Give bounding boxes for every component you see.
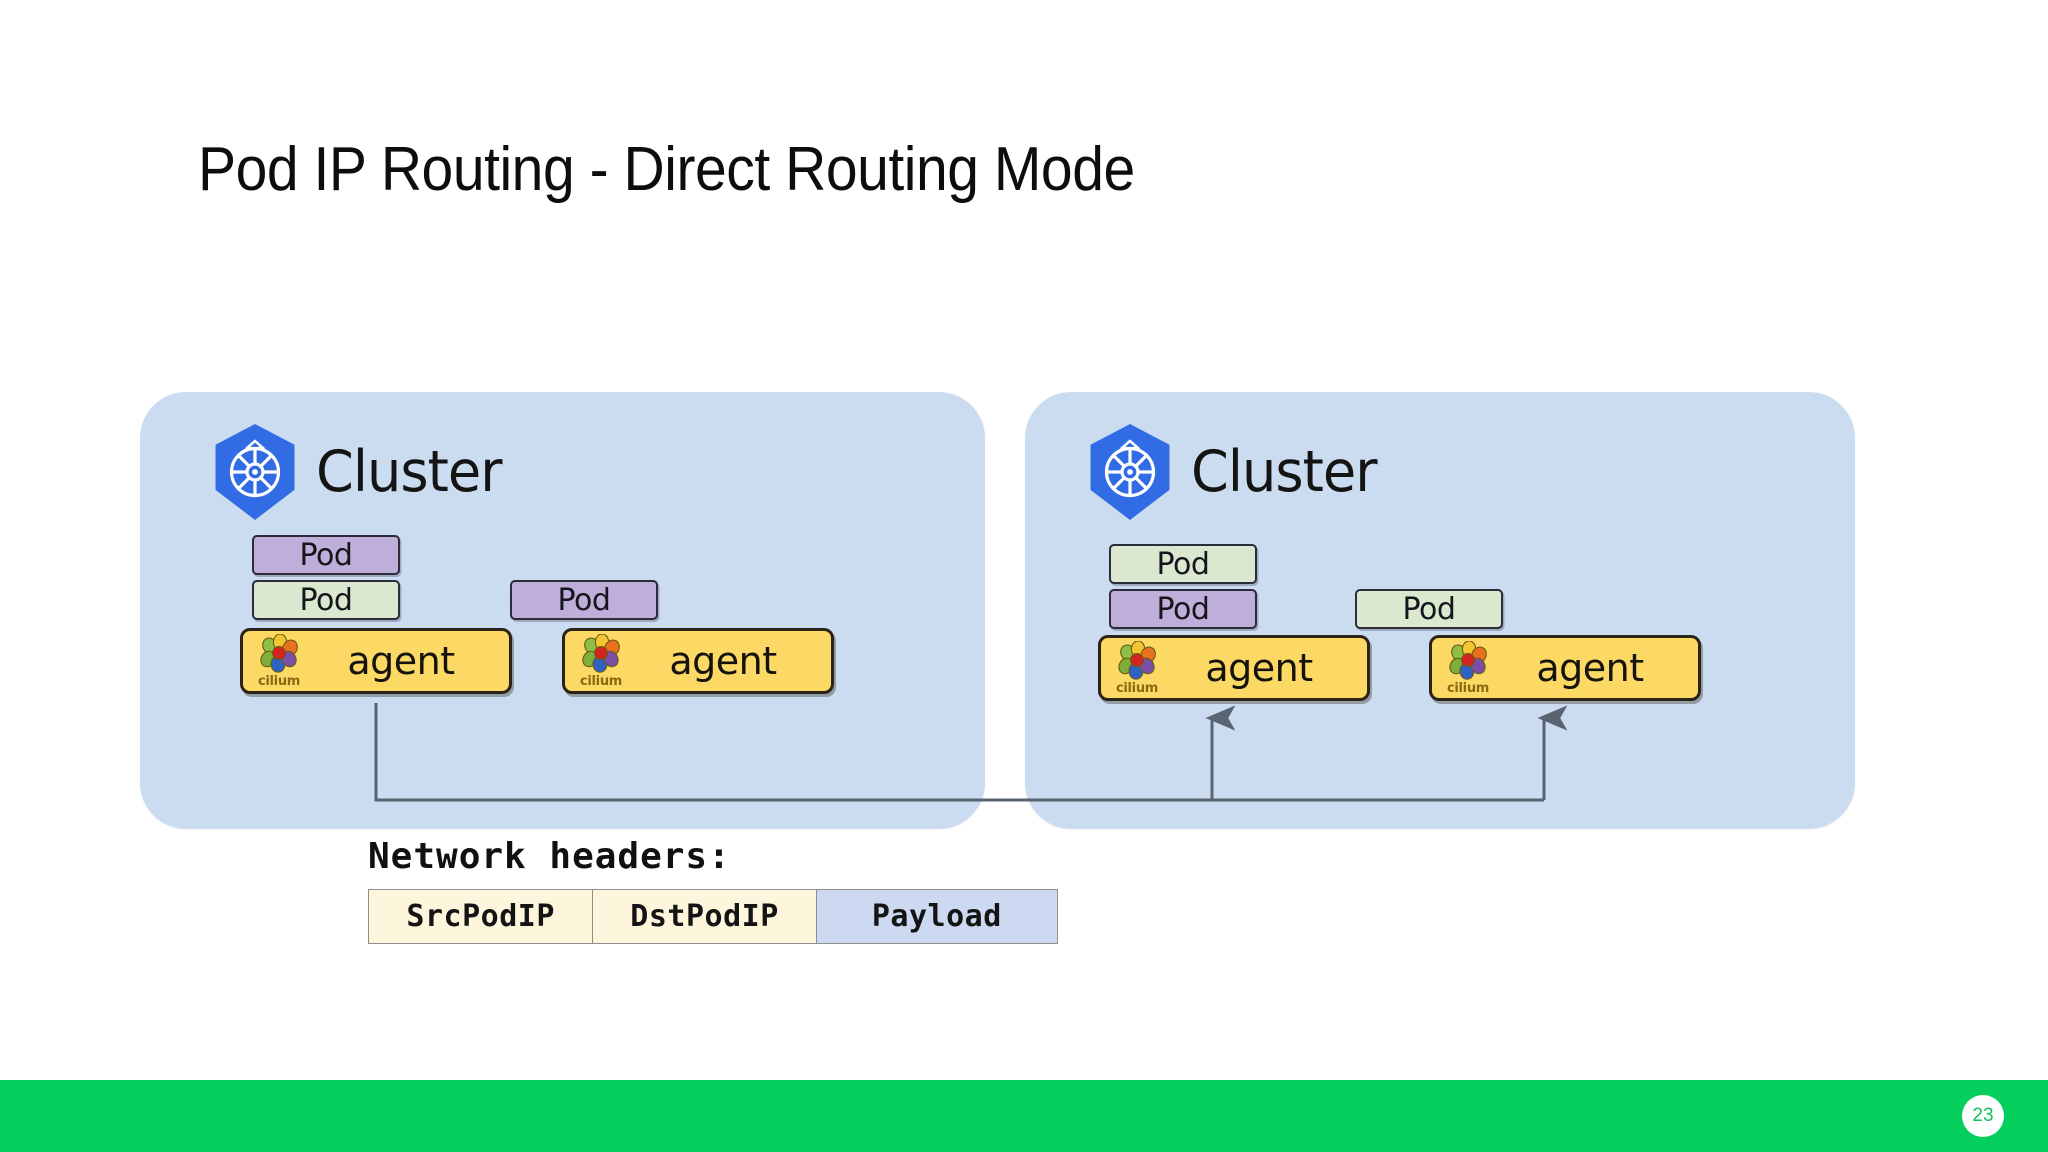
agent-label: agent xyxy=(1205,646,1313,690)
cilium-wordmark: cilium xyxy=(1115,681,1159,696)
cilium-icon xyxy=(1449,641,1487,680)
cluster-right-label: Cluster xyxy=(1191,438,1377,505)
pod-box: Pod xyxy=(252,580,400,620)
pod-box: Pod xyxy=(1355,589,1503,629)
cilium-icon xyxy=(582,634,620,673)
cluster-right-header: Cluster xyxy=(1083,422,1386,522)
cilium-logo: cilium xyxy=(251,633,307,689)
cilium-logo: cilium xyxy=(1440,640,1496,696)
kubernetes-icon xyxy=(1090,424,1170,520)
agent-label: agent xyxy=(347,639,455,683)
cilium-wordmark: cilium xyxy=(579,674,623,689)
pod-box: Pod xyxy=(510,580,658,620)
network-headers-block: Network headers: SrcPodIP DstPodIP Paylo… xyxy=(368,836,1058,944)
kubernetes-icon xyxy=(215,424,295,520)
agent-label: agent xyxy=(669,639,777,683)
network-headers-label: Network headers: xyxy=(368,836,731,877)
pod-box: Pod xyxy=(1109,544,1257,584)
pod-box: Pod xyxy=(252,535,400,575)
pod-box: Pod xyxy=(1109,589,1257,629)
cilium-icon xyxy=(260,634,298,673)
cilium-agent-box: cilium agent xyxy=(1098,635,1370,701)
cilium-wordmark: cilium xyxy=(1446,681,1490,696)
agent-label: agent xyxy=(1536,646,1644,690)
cilium-logo: cilium xyxy=(573,633,629,689)
page-number-badge: 23 xyxy=(1962,1095,2004,1137)
header-cell-src-pod-ip: SrcPodIP xyxy=(369,890,593,943)
network-headers-row: SrcPodIP DstPodIP Payload xyxy=(368,889,1058,944)
cilium-wordmark: cilium xyxy=(257,674,301,689)
cilium-agent-box: cilium agent xyxy=(1429,635,1701,701)
cluster-left-header: Cluster xyxy=(208,422,511,522)
diagram-canvas: Cluster Pod Pod Pod cilium xyxy=(140,392,1855,944)
cilium-icon xyxy=(1118,641,1156,680)
page-title: Pod IP Routing - Direct Routing Mode xyxy=(198,135,1135,204)
cluster-left-label: Cluster xyxy=(316,438,502,505)
footer-bar: 23 xyxy=(0,1080,2048,1152)
cilium-logo: cilium xyxy=(1109,640,1165,696)
cluster-right: Cluster Pod Pod Pod cilium xyxy=(1025,392,1855,829)
header-cell-payload: Payload xyxy=(815,890,1057,943)
cilium-agent-box: cilium agent xyxy=(240,628,512,694)
cluster-left: Cluster Pod Pod Pod cilium xyxy=(140,392,985,829)
cilium-agent-box: cilium agent xyxy=(562,628,834,694)
header-cell-dst-pod-ip: DstPodIP xyxy=(592,890,816,943)
